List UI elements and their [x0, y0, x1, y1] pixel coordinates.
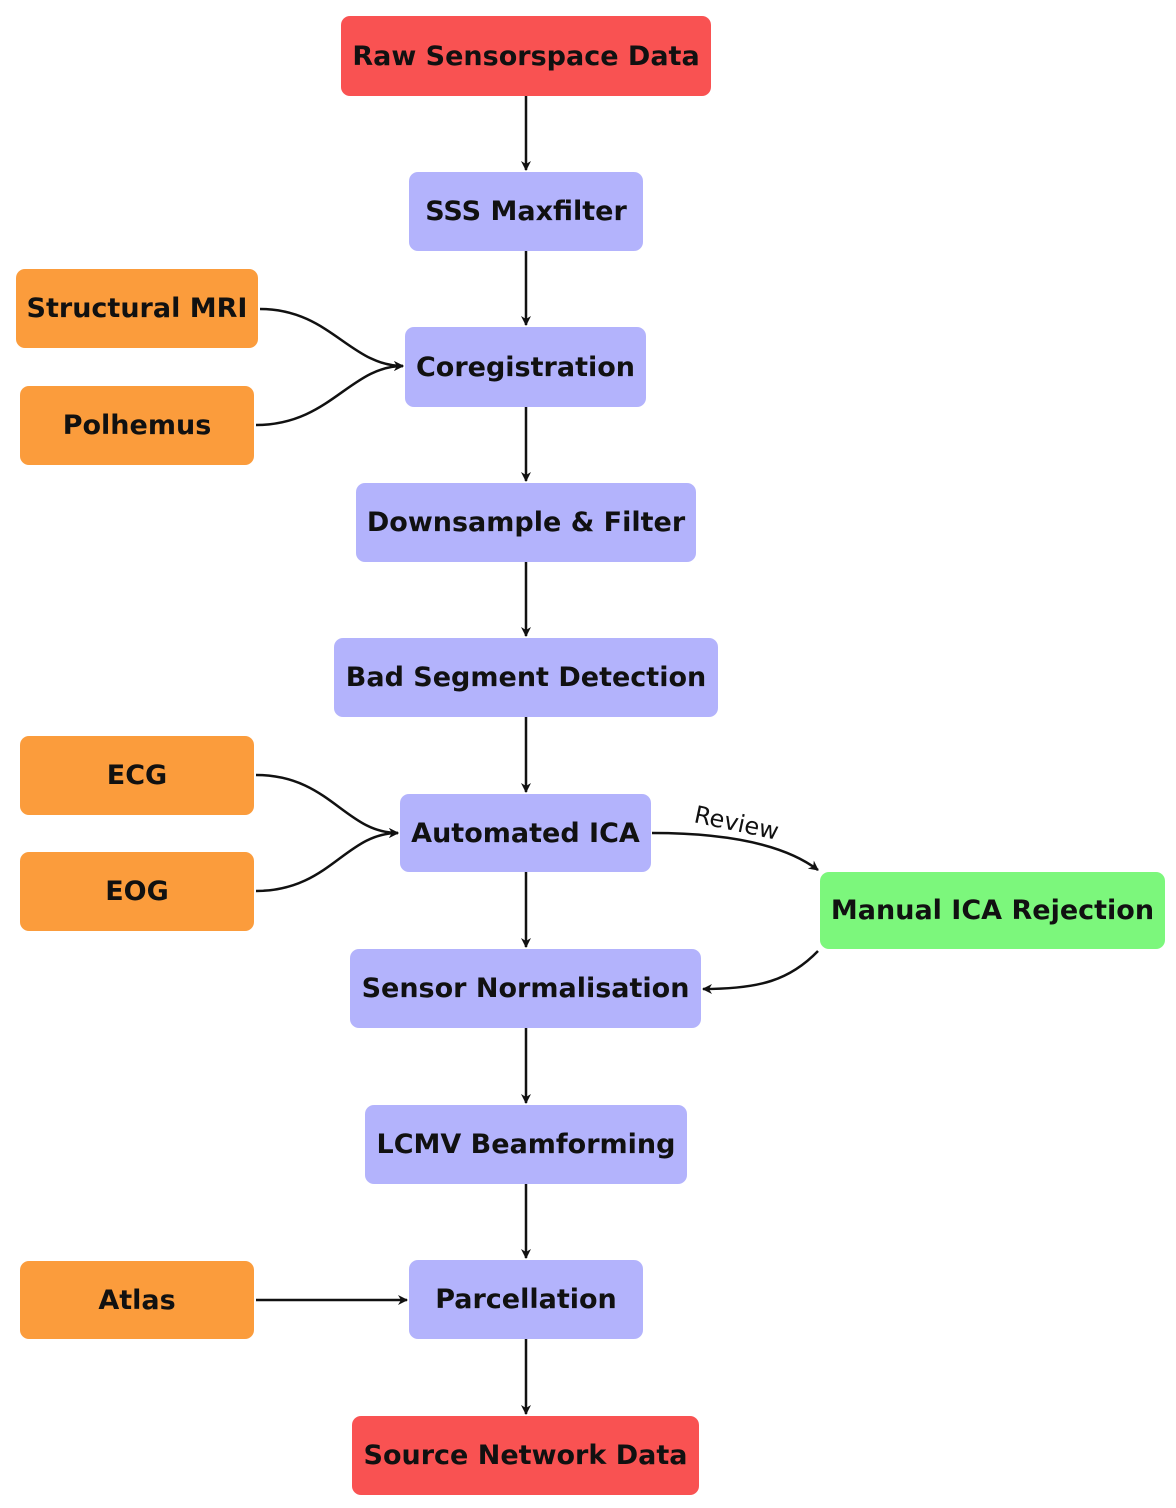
node-source-network-data: Source Network Data: [352, 1416, 699, 1495]
node-coregistration: Coregistration: [405, 327, 646, 407]
edge-manual-to-sensnorm: [702, 950, 819, 994]
edge-polhemus-to-coregistration: [255, 361, 404, 427]
edge-ica-to-manual: [651, 831, 819, 871]
node-eog: EOG: [20, 852, 254, 931]
node-polhemus: Polhemus: [20, 386, 254, 465]
node-parcellation: Parcellation: [409, 1260, 643, 1339]
node-automated-ica: Automated ICA: [400, 794, 651, 872]
edge-ecg-to-ica: [255, 773, 399, 838]
edge-mri-to-coregistration: [259, 307, 404, 371]
node-raw-sensorspace-data: Raw Sensorspace Data: [341, 16, 711, 96]
edge-eog-to-ica: [255, 828, 399, 893]
node-atlas: Atlas: [20, 1261, 254, 1339]
node-bad-segment-detection: Bad Segment Detection: [334, 638, 718, 717]
node-downsample-filter: Downsample & Filter: [356, 483, 696, 562]
node-ecg: ECG: [20, 736, 254, 815]
node-sss-maxfilter: SSS Maxfilter: [409, 172, 643, 251]
node-sensor-normalisation: Sensor Normalisation: [350, 949, 701, 1028]
node-manual-ica-rejection: Manual ICA Rejection: [820, 872, 1165, 949]
node-lcmv-beamforming: LCMV Beamforming: [365, 1105, 687, 1184]
node-structural-mri: Structural MRI: [16, 269, 258, 348]
